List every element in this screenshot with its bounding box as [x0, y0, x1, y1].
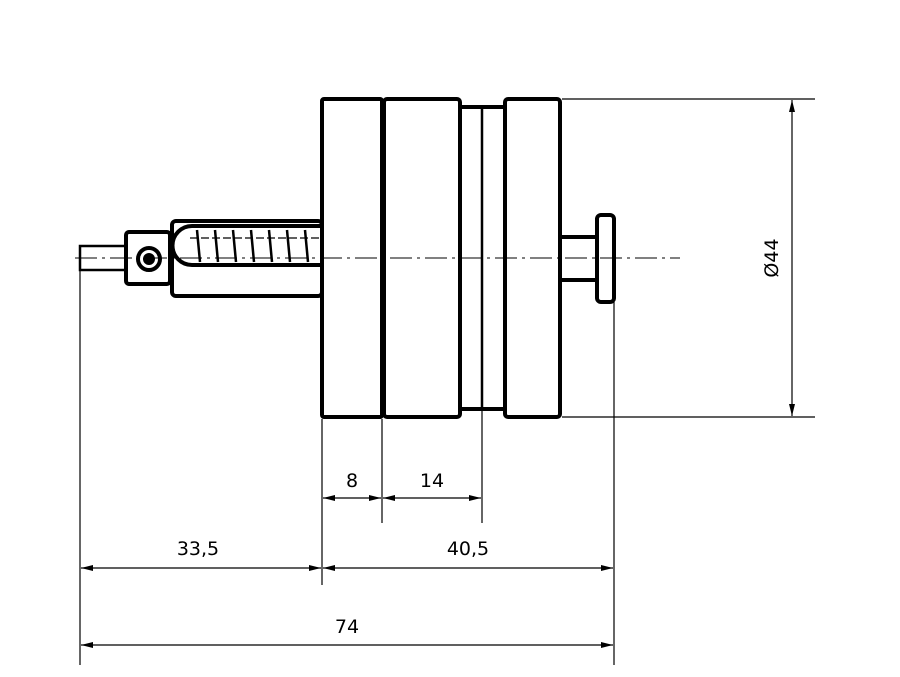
hex-socket-icon — [143, 253, 155, 265]
dim-40-5: 40,5 — [447, 538, 489, 560]
spring-coils — [190, 229, 322, 263]
knob-head — [595, 213, 616, 304]
spring-slot — [170, 224, 322, 267]
dim-14: 14 — [420, 470, 444, 492]
extension-lines — [79, 98, 815, 665]
dim-8: 8 — [346, 470, 358, 492]
dim-diameter: Ø44 — [761, 238, 783, 277]
dim-74: 74 — [335, 616, 359, 638]
dim-33-5: 33,5 — [177, 538, 219, 560]
socket-screw — [136, 246, 162, 272]
